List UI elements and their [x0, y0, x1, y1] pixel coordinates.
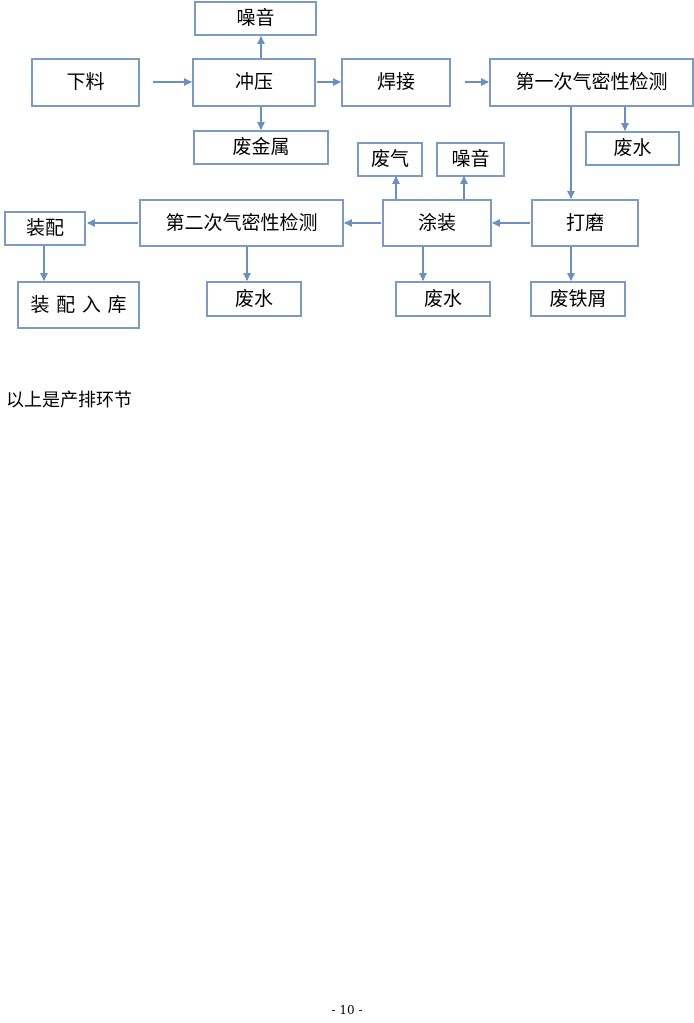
- process-flow-diagram: 噪音 下料 冲压 焊接 第一次气密性检测 废金属 废水 废气 噪音 装配 第二次…: [0, 0, 694, 340]
- node-noise-coating: 噪音: [436, 142, 505, 177]
- node-wastewater-first-test: 废水: [585, 131, 680, 166]
- flow-arrows: [40, 36, 629, 281]
- node-scrap-metal: 废金属: [193, 130, 329, 165]
- node-welding: 焊接: [341, 58, 451, 107]
- node-wastewater-second-test: 废水: [206, 281, 302, 317]
- node-feeding: 下料: [31, 58, 140, 107]
- node-iron-scraps: 废铁屑: [530, 281, 626, 317]
- node-assembly-storage: 装配入库: [17, 281, 140, 329]
- node-first-airtightness-test: 第一次气密性检测: [489, 58, 694, 107]
- node-coating: 涂装: [382, 199, 492, 247]
- node-noise-stamping: 噪音: [194, 1, 317, 36]
- node-wastewater-coating: 废水: [395, 281, 491, 317]
- node-assembly: 装配: [4, 211, 86, 246]
- node-stamping: 冲压: [192, 58, 316, 107]
- emission-stages-note: 以上是产排环节: [6, 390, 132, 411]
- page-number: - 10 -: [331, 1003, 363, 1017]
- node-waste-gas: 废气: [357, 142, 423, 177]
- node-second-airtightness-test: 第二次气密性检测: [139, 199, 344, 247]
- node-grinding: 打磨: [531, 199, 639, 247]
